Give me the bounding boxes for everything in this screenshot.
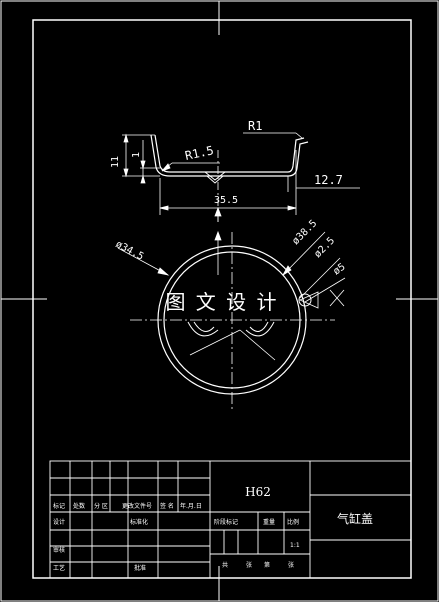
plan-dimension-lines (117, 230, 346, 361)
label-sheet-no-unit: 张 (288, 561, 294, 569)
material-label: H62 (245, 485, 271, 499)
rev-header-3: 更改文件号 (122, 502, 152, 510)
dim-1: 1 (131, 152, 142, 158)
dim-dia-34-5: ø34.5 (114, 239, 146, 263)
rev-header-1: 处数 (73, 502, 85, 510)
scale-value: 1:1 (290, 542, 300, 549)
label-checker: 审核 (53, 546, 65, 554)
rev-header-0: 标记 (53, 502, 65, 510)
section-dimension-lines (122, 132, 360, 222)
rev-header-4: 签 名 (160, 502, 174, 510)
label-stage-mark: 阶段标记 (214, 518, 238, 526)
dim-r1: R1 (248, 119, 262, 133)
label-sheet-no: 第 (264, 561, 270, 569)
dim-12-7: 12.7 (314, 173, 343, 187)
section-view (150, 134, 309, 225)
rev-header-2: 分 区 (94, 502, 108, 510)
part-name: 气缸盖 (337, 511, 373, 526)
rev-header-5: 年.月.日 (180, 502, 202, 510)
plan-view (130, 232, 335, 410)
label-weight: 重量 (263, 518, 275, 526)
dim-35-5: 35.5 (214, 195, 238, 206)
label-sheet: 张 (246, 561, 252, 569)
label-ratio: 比例 (287, 518, 299, 526)
label-sheet-total: 共 (222, 561, 228, 569)
label-approval: 批准 (134, 564, 146, 572)
dim-r1-5: R1.5 (184, 143, 215, 163)
label-process: 工艺 (53, 564, 65, 572)
title-block-grid (49, 460, 412, 579)
label-standardization: 标准化 (130, 518, 148, 526)
revision-headers: 标记 处数 分 区 更改文件号 签 名 年.月.日 (53, 502, 202, 510)
dim-dia-38-5: ø38.5 (290, 218, 319, 247)
watermark-text: 图 文 设 计 (165, 290, 278, 314)
dim-dia-2-5: ø2.5 (312, 235, 337, 260)
dim-11: 11 (110, 156, 121, 168)
label-designer: 设计 (53, 518, 65, 526)
